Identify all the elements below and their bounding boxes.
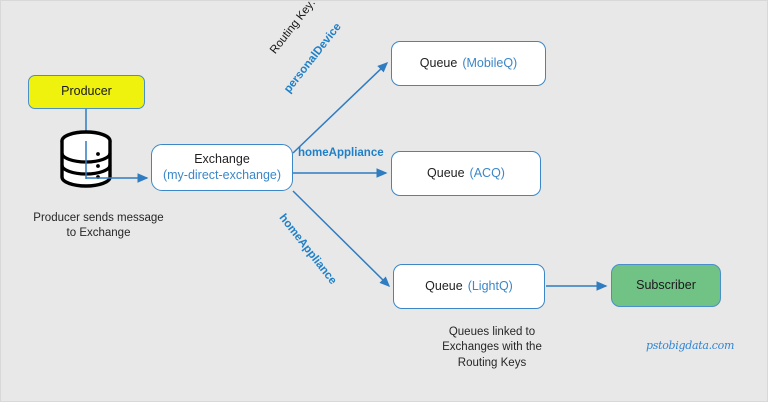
queue-acq-name: (ACQ) [469,165,505,180]
queue-acq-label: Queue [427,165,465,180]
connector-exchange-to-lightq [292,190,391,288]
exchange-label: Exchange [194,152,250,167]
node-queue-mobileq[interactable]: Queue (MobileQ) [391,41,546,86]
queue-mobileq-name: (MobileQ) [462,55,518,70]
node-producer[interactable]: Producer [28,75,145,109]
node-queue-acq[interactable]: Queue (ACQ) [391,151,541,196]
site-watermark: pstobigdata.com [646,339,735,352]
queue-mobileq-label: Queue [419,55,458,70]
producer-label: Producer [61,84,112,99]
node-exchange[interactable]: Exchange (my-direct-exchange) [151,144,293,191]
caption-queues-line3: Routing Keys [457,356,527,369]
routing-key-homeappliance-middle-label: homeAppliance [298,147,384,159]
caption-producer-line2: to Exchange [66,227,131,240]
exchange-name: (my-direct-exchange) [162,167,282,182]
caption-producer-note: Producer sends message to Exchange [11,211,186,242]
node-subscriber[interactable]: Subscriber [611,264,721,307]
queue-lightq-name: (LightQ) [467,278,513,293]
connector-exchange-to-mobileq [292,61,389,154]
node-queue-lightq[interactable]: Queue (LightQ) [393,264,545,309]
subscriber-label: Subscriber [636,277,696,292]
caption-queues-note: Queues linked to Exchanges with the Rout… [406,325,578,371]
queue-lightq-label: Queue [425,278,463,293]
caption-producer-line1: Producer sends message [33,212,164,224]
caption-queues-line1: Queues linked to [448,326,536,338]
caption-queues-line2: Exchanges with the [442,341,542,354]
